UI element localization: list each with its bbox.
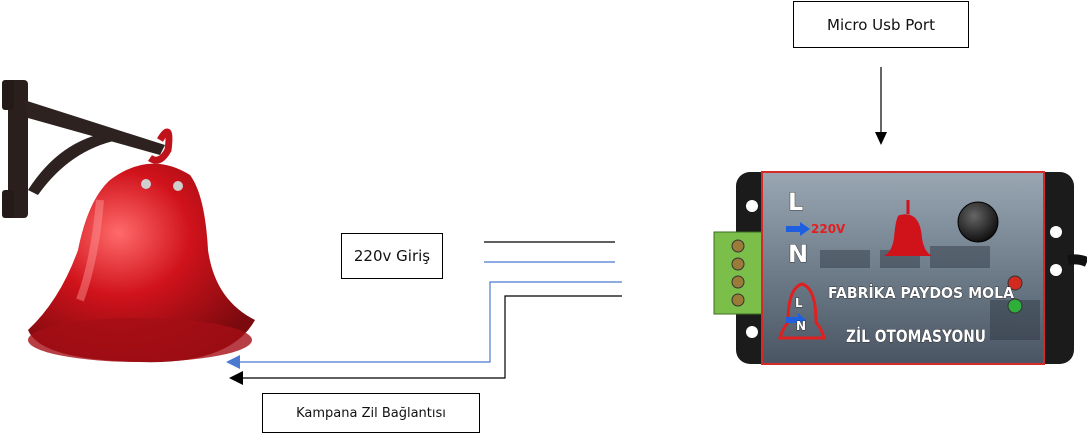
usb-port-label-box: Micro Usb Port xyxy=(793,1,969,48)
pin-l-label: L xyxy=(788,188,803,216)
voltage-label: 220V xyxy=(811,222,846,236)
pin-n-label: N xyxy=(788,240,808,268)
bell-symbol-n: N xyxy=(796,319,806,333)
arrow-head-icon xyxy=(229,371,243,385)
bell-wires xyxy=(226,281,622,385)
bell-connection-label: Kampana Zil Bağlantısı xyxy=(296,405,446,421)
power-input-label: 220v Giriş xyxy=(353,247,431,265)
usb-port-knob xyxy=(957,201,999,243)
wall-bell-icon xyxy=(2,80,255,363)
usb-pointer-arrow xyxy=(875,67,887,145)
device-title-line2: ZİL OTOMASYONU xyxy=(846,325,986,347)
status-led-icon xyxy=(1007,275,1023,291)
arrow-head-icon xyxy=(875,132,887,145)
terminal-block xyxy=(713,231,763,315)
device-title-line1: FABRİKA PAYDOS MOLA xyxy=(828,283,1014,302)
status-led-icon xyxy=(1007,298,1023,314)
arrow-head-icon xyxy=(226,355,240,369)
controller-device xyxy=(713,171,1087,365)
usb-port-label: Micro Usb Port xyxy=(827,15,935,34)
power-input-wires xyxy=(484,241,615,263)
power-input-label-box: 220v Giriş xyxy=(341,233,443,279)
bell-connection-label-box: Kampana Zil Bağlantısı xyxy=(262,393,480,433)
bell-symbol-icon xyxy=(778,282,826,340)
bell-symbol-l: L xyxy=(795,296,803,310)
